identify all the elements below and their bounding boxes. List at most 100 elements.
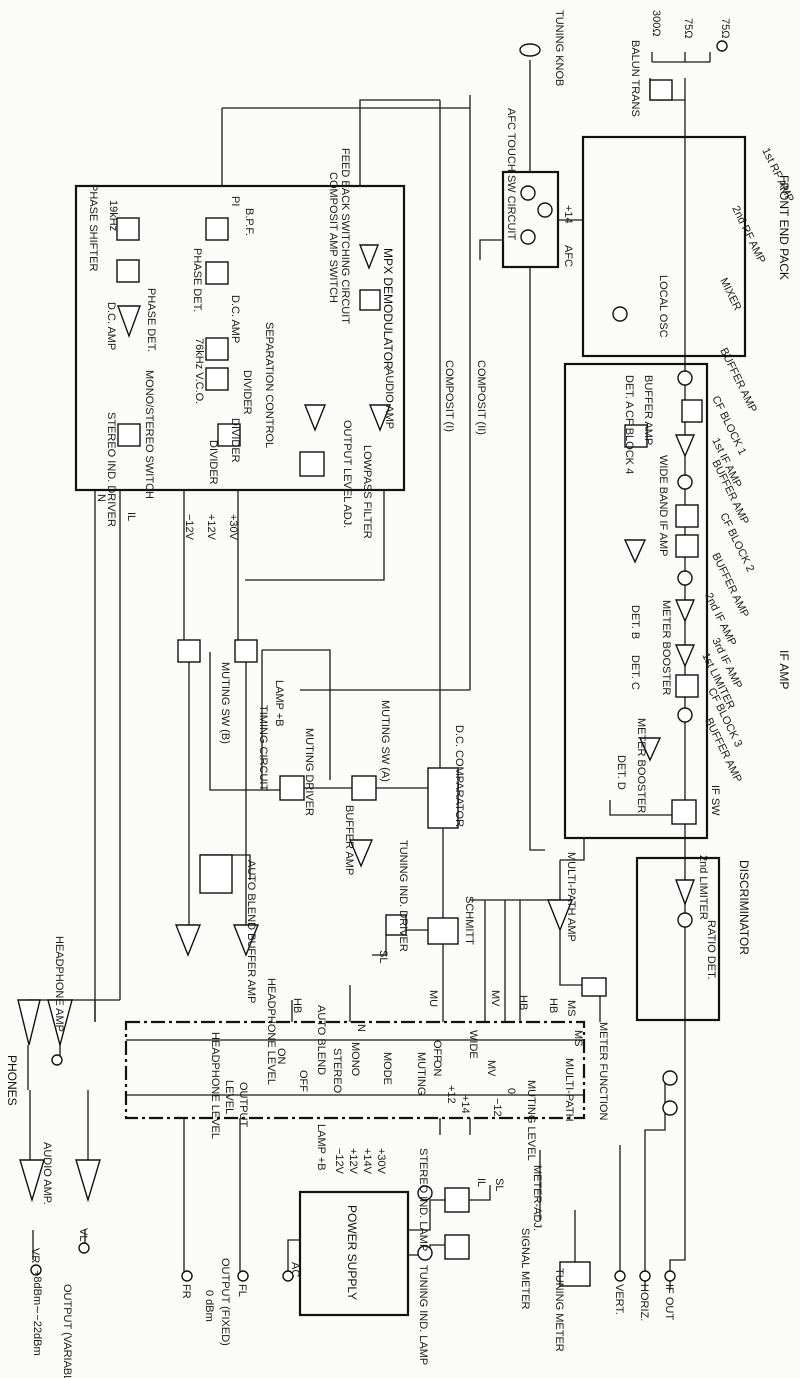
label-zero-dbm: 0 dBm [203, 1290, 215, 1322]
label-sw-off2: OFF [431, 1040, 443, 1062]
label-tuning-lamp: TUNING IND. LAMP [417, 1265, 429, 1365]
label-ps-il: IL [475, 1178, 487, 1187]
label-muting-sw-a: MUTING SW (A) [379, 700, 391, 782]
label-sw-wide: WIDE [467, 1030, 479, 1059]
label-vert: VERT. [613, 1284, 625, 1315]
amplifiers [17, 244, 696, 1203]
label-dc-comp: D.C. COMPARATOR [453, 725, 465, 827]
label-limiter2: 2nd LIMITER [697, 855, 709, 920]
label-divider-2: DIVIDER [229, 418, 241, 463]
label-fl: FL [236, 1284, 248, 1297]
label-sw-on1: ON [275, 1048, 287, 1065]
label-feedback: FEED BACK SWITCHING CIRCUIT [339, 148, 351, 324]
label-meter-adj: METER-ADJ. [531, 1165, 543, 1231]
label-audio-amp-out: AUDIO AMP. [41, 1142, 53, 1205]
if-amp-frame [563, 362, 709, 840]
label-sw-mu: MU [427, 990, 439, 1007]
label-bpf: B.P.F. [243, 208, 255, 236]
label-lowpass: LOWPASS FILTER [361, 445, 373, 539]
label-ps-12: +12V [347, 1148, 359, 1175]
label-sw-multipath: MULTI-PATH [563, 1058, 575, 1122]
label-sw-hb2: HB [517, 995, 529, 1010]
label-composit-amp: COMPOSIT AMP SWITCH [327, 172, 339, 303]
label-plus14: +14 [562, 205, 574, 224]
label-output-level-adj: OUTPUT LEVEL ADJ. [341, 420, 353, 528]
label-schmitt: SCHMITT [463, 896, 475, 945]
wiring [27, 52, 711, 1290]
label-discriminator: DISCRIMINATOR [737, 860, 751, 955]
label-ant-75a: 75Ω [719, 18, 731, 38]
power-supply-frame [298, 1190, 410, 1317]
label-rail-p30: +30V [227, 514, 239, 541]
label-sw-hp-level: HEADPHONE LEVEL [209, 1032, 221, 1139]
discriminator-frame [635, 856, 721, 1022]
label-vr: VR [29, 1248, 41, 1263]
label-mpx: MPX DEMODULATOR [381, 248, 395, 370]
label-stereo-ind: STEREO IND. DRIVER [105, 412, 117, 527]
label-lamp-b: LAMP +B [273, 680, 285, 727]
label-balun: BALUN TRANS [629, 40, 641, 117]
label-ps-14: +14V [361, 1148, 373, 1175]
label-vl: VL [77, 1228, 89, 1241]
label-pi-a: PI [229, 196, 241, 206]
front-end-pack-frame [581, 135, 747, 358]
label-stereo-lamp: STEREO IND. LAMP [417, 1148, 429, 1251]
label-signal-meter: SIGNAL METER [519, 1228, 531, 1310]
label-ps-30: +30V [375, 1148, 387, 1175]
label-sw-mv1: MV [489, 990, 501, 1007]
label-divider-1: DIVIDER [241, 370, 253, 415]
label-sw-n: N [355, 1024, 367, 1032]
label-power-supply: POWER SUPPLY [345, 1205, 359, 1300]
label-divider-3: DIVIDER [207, 440, 219, 485]
label-phase-det-b: PHASE DET. [145, 288, 157, 352]
label-sw-auto-blend: AUTO BLEND [315, 1005, 327, 1075]
label-tuning-meter: TUNING METER [553, 1268, 565, 1352]
label-headphone-level-upper: HEADPHONE LEVEL [265, 978, 277, 1085]
label-sw-minus12: −12 [491, 1098, 503, 1117]
label-multipath-amp: MULTI-PATH AMP [565, 852, 577, 942]
label-19khz: 19kHz [107, 200, 119, 231]
label-det-c: DET. C [629, 655, 641, 690]
label-phones: PHONES [5, 1055, 19, 1106]
label-sw-muting-level: MUTING LEVEL [525, 1080, 537, 1161]
label-rail-p12: +12V [205, 514, 217, 541]
label-rf2: 2nd RF AMP [729, 204, 767, 265]
label-sw-meter-function: METER FUNCTION [597, 1022, 609, 1120]
label-sw-mode: MODE [381, 1052, 393, 1085]
label-sw-on2: ON [431, 1060, 443, 1077]
label-sw-mono: MONO [349, 1042, 361, 1077]
label-meter-booster-1: METER BOOSTER [660, 600, 672, 695]
label-rail-n: N [95, 494, 107, 502]
label-composit-2: COMPOSIT (II) [475, 360, 487, 435]
label-afc: AFC [562, 245, 574, 267]
label-ps-sl: SL [493, 1178, 505, 1191]
label-vco: 76kHz V.C.O. [193, 338, 205, 404]
label-variable-range: +8dBm∼−22dBm [31, 1270, 43, 1356]
label-audio-amp-mpx: AUDIO AMP [383, 368, 395, 429]
label-tuning-knob: TUNING KNOB [553, 10, 565, 86]
label-headphone-amp: HEADPHONE AMP [53, 936, 65, 1032]
label-sw-hb3: HB [547, 998, 559, 1013]
label-sw-mv2: MV [485, 1060, 497, 1077]
label-output-variable: OUTPUT (VARIABLE) [61, 1284, 73, 1378]
label-ant-75b: 75Ω [682, 18, 694, 38]
label-sw-off1: OFF [297, 1070, 309, 1092]
transistors [51, 43, 693, 1261]
label-if-amp: IF AMP [777, 650, 791, 689]
label-ratio-det: RATIO DET. [705, 920, 717, 980]
label-tuning-ind-driver: TUNING IND. DRIVER [397, 840, 409, 952]
label-fr: FR [180, 1284, 192, 1299]
mpx-demodulator-frame [74, 184, 406, 492]
label-dc-amp-a: D.C. AMP [229, 295, 241, 343]
label-phase-det-a: PHASE DET. [191, 248, 203, 312]
label-rail-il: IL [125, 512, 137, 521]
label-meter-booster-2: METER BOOSTER [635, 718, 647, 813]
label-ant-300: 300Ω [650, 10, 662, 37]
label-ps-lamp: LAMP +B [315, 1124, 327, 1171]
label-if-sw: IF SW [709, 785, 721, 816]
label-sw-ms1: MS [565, 1000, 577, 1017]
label-front-end-pack: FRONT END PACK [777, 175, 791, 280]
label-horiz: HORIZ. [638, 1284, 650, 1321]
label-output-fixed: OUTPUT (FIXED) [219, 1258, 231, 1346]
